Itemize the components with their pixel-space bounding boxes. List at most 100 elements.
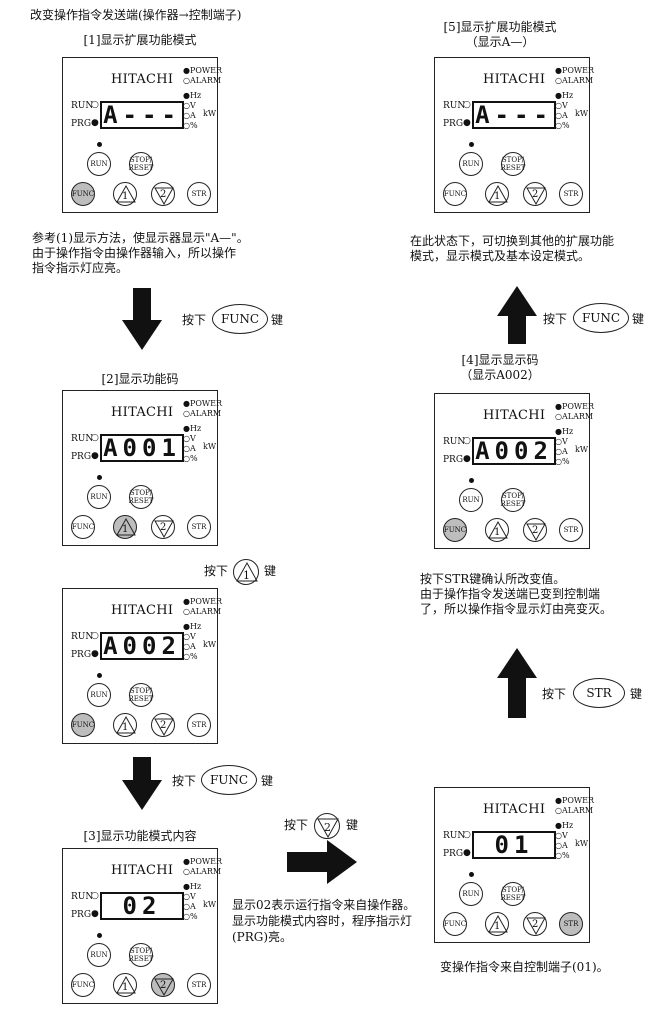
step1-caption: [1]显示扩展功能模式	[83, 33, 197, 47]
prg-led-label: PRG	[443, 119, 464, 129]
run-dot	[97, 933, 102, 938]
up-button[interactable]: 1	[113, 713, 137, 737]
run-button[interactable]: RUN	[87, 152, 111, 176]
up-button[interactable]: 1	[485, 518, 509, 542]
down-button[interactable]: 2	[151, 973, 175, 997]
up-button-num: 1	[122, 982, 129, 993]
func-button[interactable]: FUNC	[71, 713, 95, 737]
run-led-label: RUN	[443, 437, 466, 447]
stop-reset-button[interactable]: STOP/ RESET	[501, 152, 525, 176]
up-button-num: 1	[122, 191, 129, 202]
run-button[interactable]: RUN	[87, 943, 111, 967]
up-button[interactable]: 1	[113, 182, 137, 206]
lcd-display: 01	[472, 831, 556, 859]
brand-logo: HITACHI	[483, 72, 546, 87]
brand-logo: HITACHI	[111, 72, 174, 87]
brand-logo: HITACHI	[111, 405, 174, 420]
key-label-1: 键	[271, 313, 284, 327]
run-led: ○	[91, 100, 99, 110]
diagram-title: 改变操作指令发送端(操作器→控制端子)	[30, 8, 242, 22]
str-button[interactable]: STR	[187, 713, 211, 737]
up-key-num: 1	[243, 569, 250, 582]
stop-reset-button[interactable]: STOP/ RESET	[129, 152, 153, 176]
down-button[interactable]: 2	[523, 182, 547, 206]
pct-indicator: ○%	[555, 457, 570, 466]
operator-panel-p2: HITACHI ●POWER ○ALARM ●Hz ○V ○A ○% kW RU…	[62, 390, 222, 546]
func-button[interactable]: FUNC	[71, 182, 95, 206]
prg-led: ●	[91, 118, 99, 128]
str-button[interactable]: STR	[559, 518, 583, 542]
display-value: A002	[475, 437, 553, 465]
stop-reset-button[interactable]: STOP/ RESET	[129, 485, 153, 509]
step1-note-line3: 指令指示灯应亮。	[32, 261, 129, 275]
kw-indicator: kW	[203, 900, 217, 909]
hz-indicator: ●Hz	[555, 91, 574, 100]
pct-indicator: ○%	[183, 454, 198, 463]
func-button[interactable]: FUNC	[443, 912, 467, 936]
run-button[interactable]: RUN	[87, 485, 111, 509]
v-indicator: ○V	[183, 434, 196, 443]
up-button[interactable]: 1	[485, 182, 509, 206]
run-led-label: RUN	[443, 831, 466, 841]
down-button[interactable]: 2	[151, 182, 175, 206]
func-button[interactable]: FUNC	[443, 182, 467, 206]
display-value: 01	[494, 831, 534, 859]
stop-reset-button[interactable]: STOP/ RESET	[129, 683, 153, 707]
up-button[interactable]: 1	[485, 912, 509, 936]
up-button[interactable]: 1	[113, 973, 137, 997]
press-label-2: 按下	[204, 564, 229, 578]
up-button[interactable]: 1	[113, 515, 137, 539]
func-button[interactable]: FUNC	[71, 515, 95, 539]
down-button[interactable]: 2	[523, 912, 547, 936]
run-button[interactable]: RUN	[459, 488, 483, 512]
run-button[interactable]: RUN	[459, 152, 483, 176]
a-indicator: ○A	[183, 642, 196, 651]
str-button[interactable]: STR	[187, 515, 211, 539]
down-arrow-1	[122, 288, 162, 350]
power-indicator: ●POWER	[555, 796, 595, 805]
step2-caption: [2]显示功能码	[101, 372, 179, 386]
str-button[interactable]: STR	[187, 973, 211, 997]
up-button-num: 1	[122, 524, 129, 535]
stop-reset-button[interactable]: STOP/ RESET	[501, 882, 525, 906]
step4-note-line2: 由于操作指令发送端已变到控制端	[420, 587, 601, 601]
run-led-label: RUN	[71, 434, 94, 444]
run-led-label: RUN	[71, 101, 94, 111]
str-button[interactable]: STR	[559, 182, 583, 206]
run-button[interactable]: RUN	[459, 882, 483, 906]
func-button[interactable]: FUNC	[443, 518, 467, 542]
str-button[interactable]: STR	[559, 912, 583, 936]
up-arrow-2	[497, 648, 537, 718]
kw-indicator: kW	[575, 445, 589, 454]
func-key-label: FUNC	[581, 311, 621, 325]
run-led: ○	[91, 631, 99, 641]
func-key-icon: FUNC	[201, 765, 257, 795]
prg-led: ●	[463, 848, 471, 858]
hz-indicator: ●Hz	[555, 821, 574, 830]
run-led: ○	[463, 100, 471, 110]
step4-subcaption: （显示A002）	[460, 368, 540, 382]
lcd-display: A002	[100, 632, 184, 660]
prg-led: ●	[463, 118, 471, 128]
stop-reset-button[interactable]: STOP/ RESET	[129, 943, 153, 967]
kw-indicator: kW	[203, 109, 217, 118]
func-button[interactable]: FUNC	[71, 973, 95, 997]
str-button[interactable]: STR	[187, 182, 211, 206]
pct-indicator: ○%	[183, 121, 198, 130]
stop-reset-button[interactable]: STOP/ RESET	[501, 488, 525, 512]
power-indicator: ●POWER	[555, 66, 595, 75]
prg-led-label: PRG	[71, 119, 92, 129]
down-button[interactable]: 2	[151, 515, 175, 539]
prg-led-label: PRG	[71, 650, 92, 660]
brand-logo: HITACHI	[483, 802, 546, 817]
down-button-num: 2	[532, 525, 539, 536]
run-led-label: RUN	[71, 892, 94, 902]
lcd-display: A---	[100, 101, 184, 129]
power-indicator: ●POWER	[183, 399, 223, 408]
step3-note-line1: 显示02表示运行指令来自操作器。	[232, 898, 416, 912]
run-button[interactable]: RUN	[87, 683, 111, 707]
run-dot	[469, 142, 474, 147]
down-button[interactable]: 2	[523, 518, 547, 542]
v-indicator: ○V	[555, 831, 568, 840]
down-button[interactable]: 2	[151, 713, 175, 737]
